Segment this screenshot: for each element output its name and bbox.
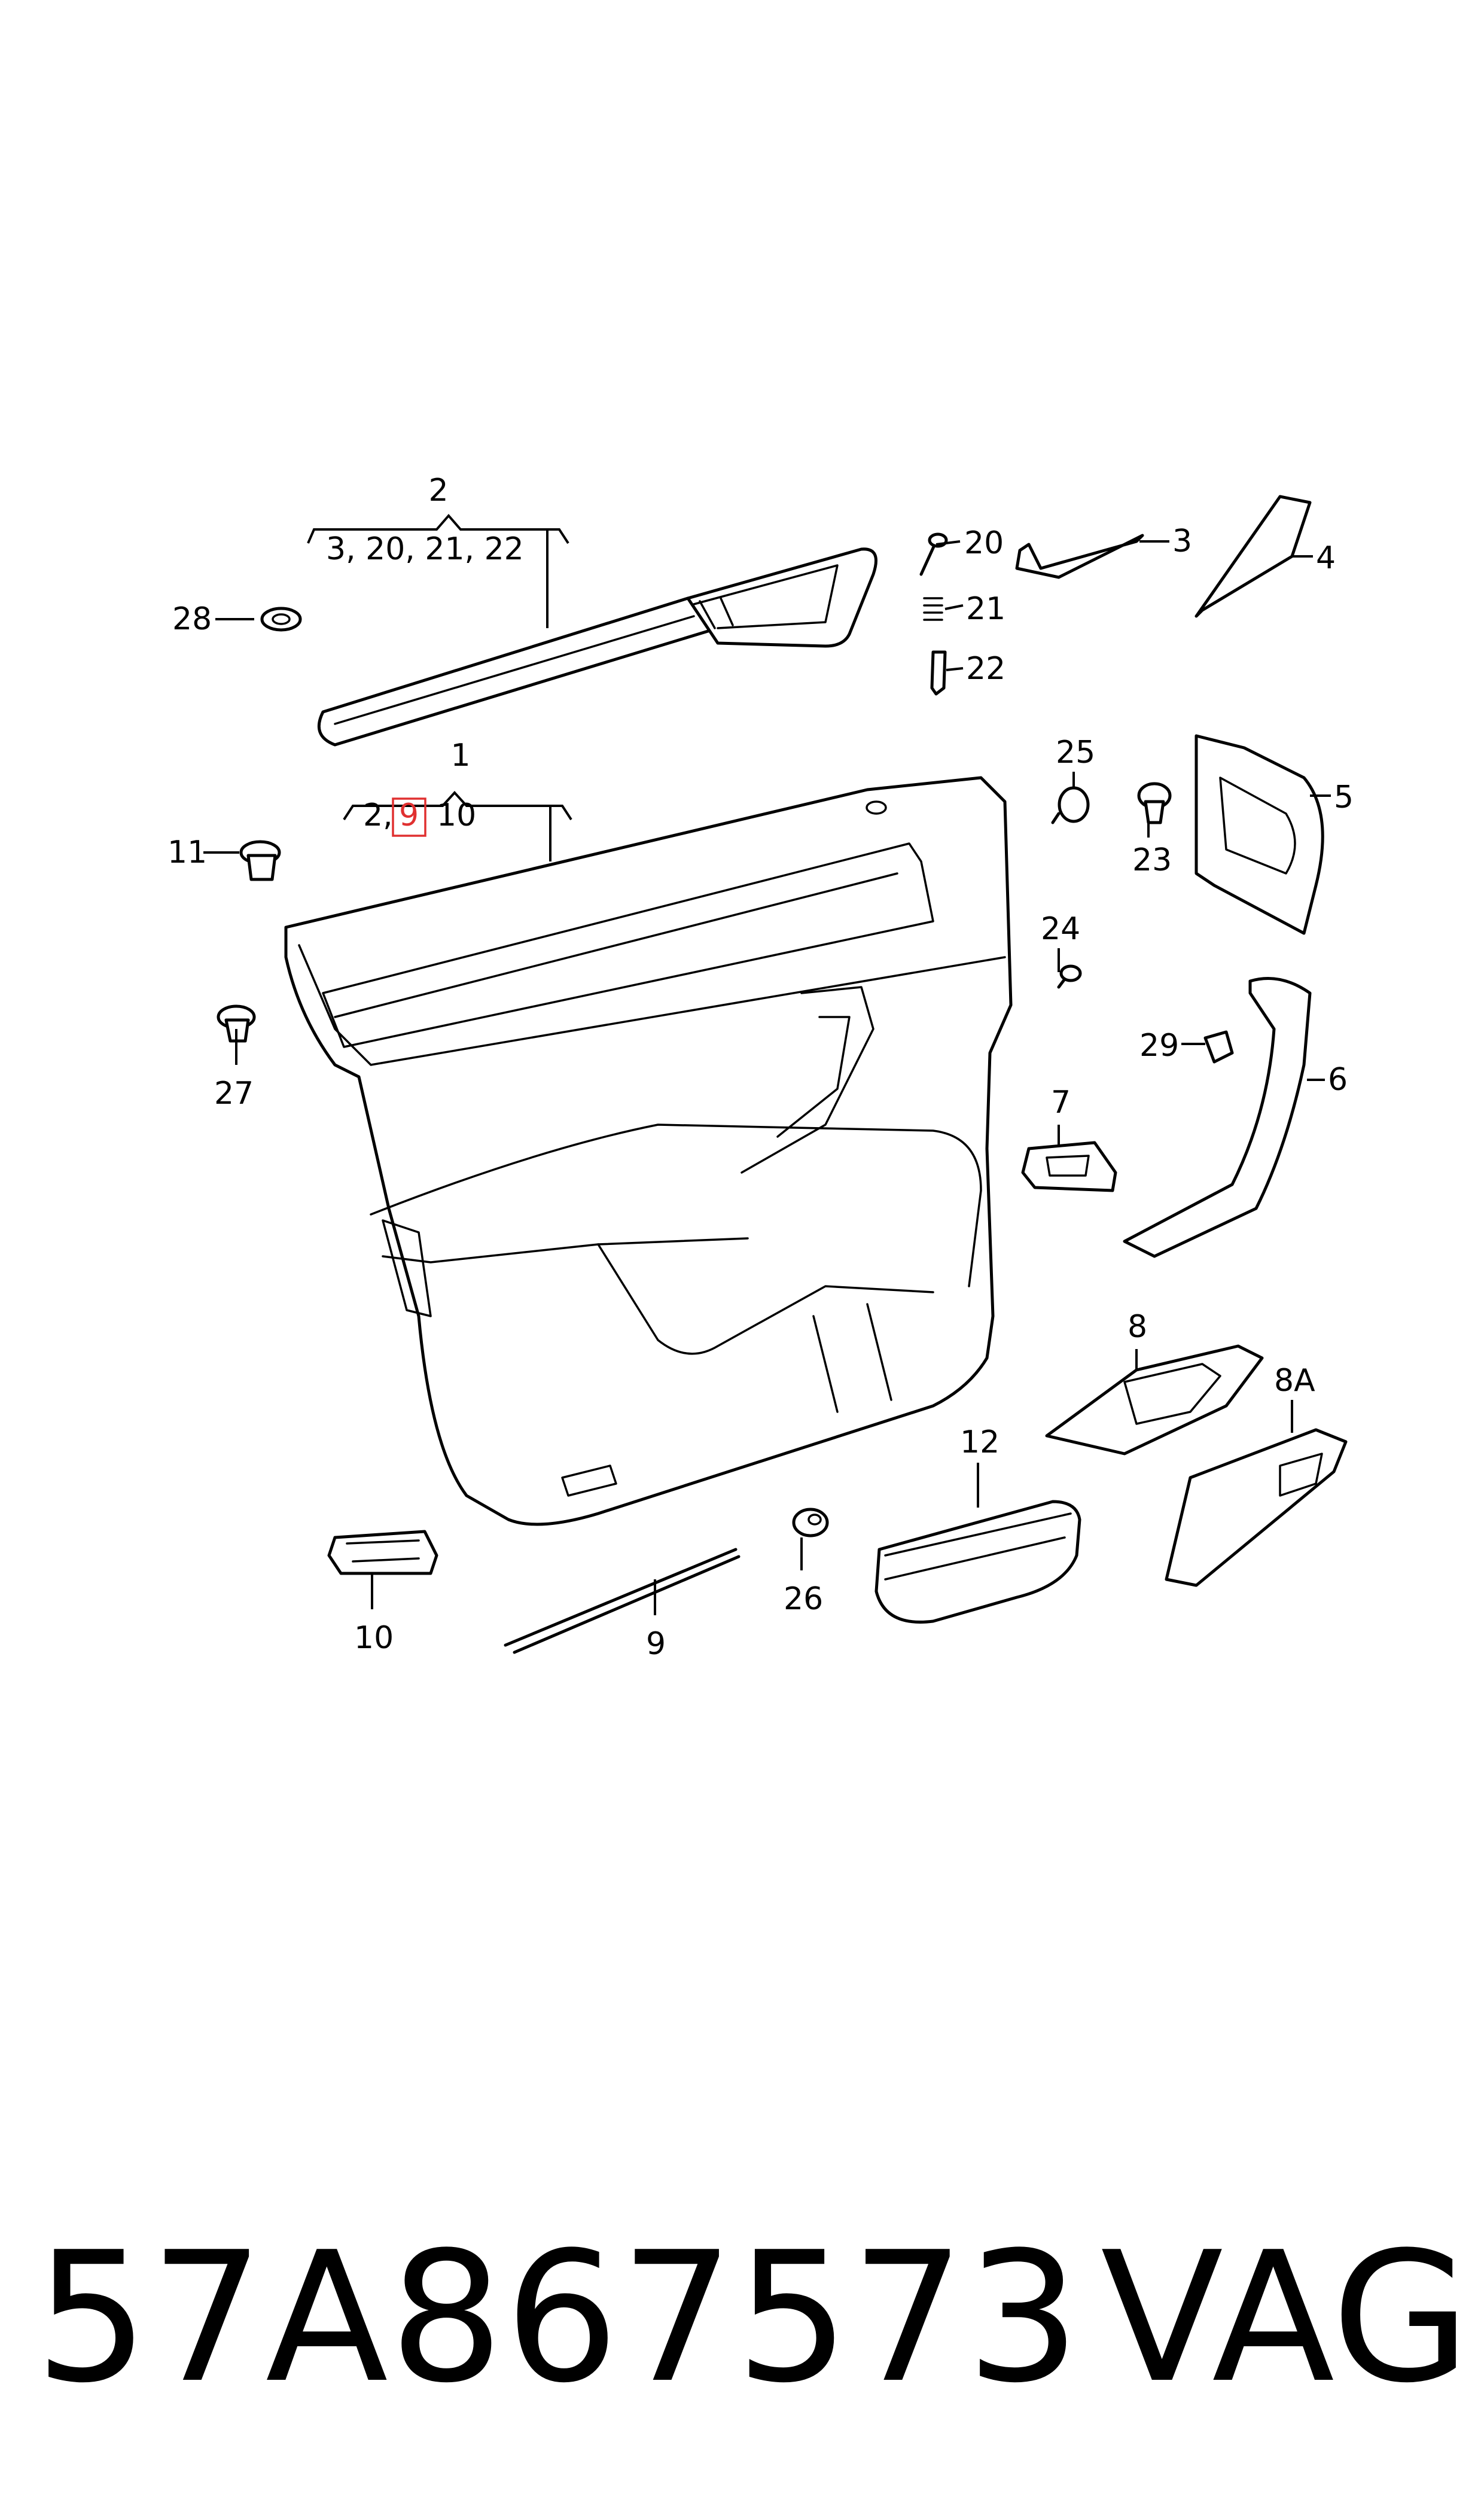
- callout-1-item-2: 2,: [363, 797, 393, 833]
- part-23-clip: [1137, 782, 1172, 824]
- callout-24[interactable]: 24: [1041, 911, 1080, 947]
- callout-26[interactable]: 26: [784, 1581, 823, 1617]
- part-10-handle-insert: [327, 1530, 438, 1575]
- part-8-switch-bezel: [1045, 1344, 1264, 1456]
- callout-21[interactable]: 21: [966, 591, 1005, 627]
- callout-29[interactable]: 29: [1139, 1028, 1179, 1064]
- callout-1-item-9[interactable]: 9: [399, 797, 419, 833]
- callout-3[interactable]: 3: [1172, 523, 1192, 559]
- part-22-pin: [930, 650, 947, 696]
- part-5-mirror-cover: [1194, 734, 1324, 935]
- callout-22[interactable]: 22: [966, 651, 1005, 687]
- callout-5[interactable]: 5: [1334, 780, 1354, 815]
- callout-4[interactable]: 4: [1316, 540, 1336, 576]
- part-27-clip: [217, 1004, 256, 1043]
- brand-label: VAG: [1101, 2213, 1471, 2422]
- part-7-switch: [1021, 1141, 1117, 1192]
- highlight-box-9: [392, 797, 426, 837]
- callout-7[interactable]: 7: [1051, 1085, 1071, 1121]
- callout-1[interactable]: 1: [450, 738, 470, 774]
- callout-27[interactable]: 27: [214, 1076, 254, 1112]
- part-20-screw: [919, 532, 948, 576]
- callout-25[interactable]: 25: [1056, 735, 1095, 771]
- part-26-grommet: [792, 1508, 829, 1537]
- callout-6[interactable]: 6: [1328, 1062, 1348, 1098]
- part-6-armrest-trim: [1123, 977, 1312, 1258]
- callout-11[interactable]: 11: [167, 835, 207, 870]
- callout-2[interactable]: 2: [428, 473, 448, 509]
- part-24-screw: [1057, 964, 1082, 989]
- part-21-spring: [923, 597, 943, 621]
- part-29-clip: [1203, 1030, 1234, 1064]
- part-3-trim: [1015, 534, 1144, 579]
- callout-1-item-10: 10: [437, 797, 476, 833]
- leader-lines: [203, 513, 1331, 1615]
- callout-23[interactable]: 23: [1132, 842, 1172, 878]
- part-2-upper-trim: [317, 547, 877, 747]
- callout-28[interactable]: 28: [172, 601, 212, 637]
- callout-8a[interactable]: 8A: [1274, 1363, 1315, 1399]
- part-9-strip: [504, 1548, 741, 1654]
- callout-12[interactable]: 12: [960, 1424, 1000, 1460]
- callout-8[interactable]: 8: [1128, 1309, 1147, 1345]
- part-12-storage-box: [874, 1500, 1081, 1624]
- part-25-clip: [1051, 786, 1090, 824]
- part-1-door-panel: [284, 776, 1013, 1526]
- part-8a-switch-bezel: [1165, 1428, 1348, 1587]
- callout-20[interactable]: 20: [964, 525, 1004, 561]
- part-11-clip: [239, 840, 281, 881]
- part-number-label: 57A867573: [35, 2213, 1082, 2422]
- callout-2-sublist: 3, 20, 21, 22: [326, 531, 524, 567]
- callout-9[interactable]: 9: [646, 1626, 666, 1662]
- part-28-clip: [260, 607, 302, 632]
- callout-10[interactable]: 10: [354, 1620, 394, 1656]
- callout-labels: 2 3, 20, 21, 22 1 2, 9 10 28 11 27 20 21…: [167, 473, 1354, 1662]
- part-4-trim: [1194, 495, 1312, 618]
